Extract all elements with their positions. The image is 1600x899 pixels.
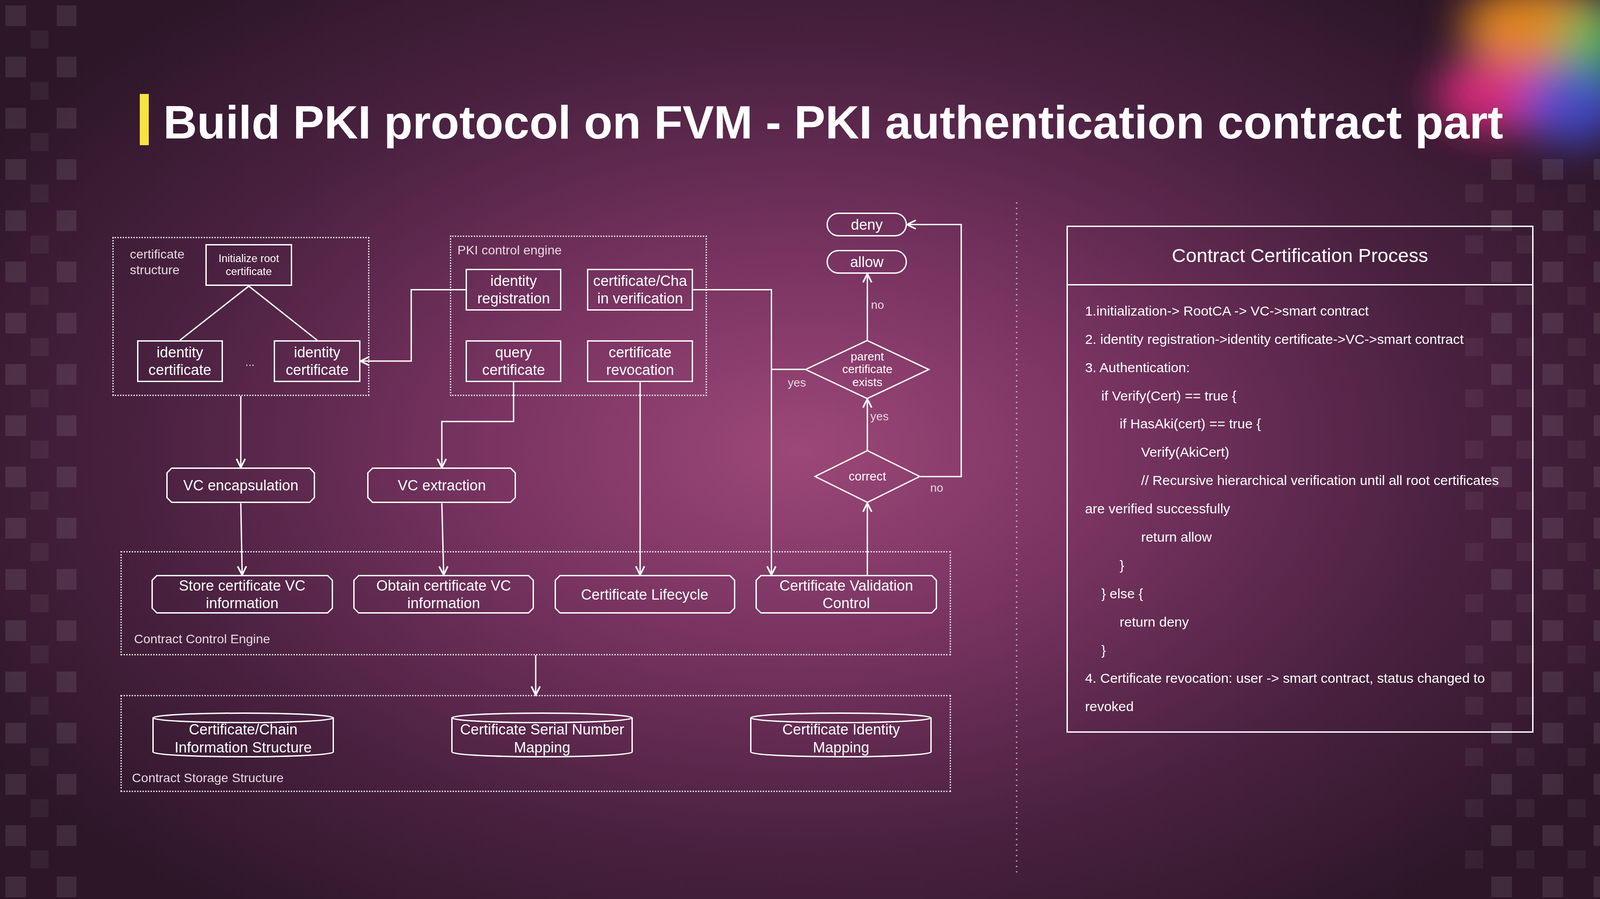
node-label: Certificate Serial Number Mapping [455,720,629,756]
group-frame: Contract Storage Structure Certificate/Ch… [120,694,952,792]
process-box: VC extraction [367,467,516,503]
storage-cylinder: Certificate Identity Mapping [750,712,932,758]
connector [906,224,961,477]
panel-line: // Recursive hierarchical verification u… [1067,466,1533,523]
group-label: Contract Control Engine [133,631,440,647]
node-label: certificate revocation [592,343,688,379]
node-label: identity registration [471,271,556,307]
node-label: deny [850,215,883,234]
panel-line: 3. Authentication: [1067,353,1533,382]
panel-line: return allow [1067,522,1533,552]
node-label: Certificate/Chain Information Structure [156,720,330,756]
group-label: Contract Storage Structure [132,769,439,786]
panel-line: if HasAki(cert) == true { [1067,409,1533,438]
connector [240,503,243,576]
panel-heading: Contract Certification Process [1067,226,1533,286]
process-box: Certificate Validation Control [755,574,938,614]
terminal-box: deny [826,212,907,237]
group-label: certificate structure [129,246,212,279]
connector [240,395,242,468]
node-label: Certificate Lifecycle [581,585,709,604]
ellipsis-label: ... [245,355,255,369]
process-box: query certificate [465,340,562,383]
panel-line: } [1067,635,1533,665]
edge-label: yes [870,409,889,424]
slide-title: Build PKI protocol on FVM - PKI authenti… [163,95,1503,150]
process-box: VC encapsulation [166,467,316,503]
divider-line [1016,202,1018,876]
square-pattern [1460,152,1600,899]
group-frame: PKI control engine identity registration c… [449,235,707,396]
node-label: identity certificate [279,343,355,379]
panel-line: return deny [1067,607,1533,636]
process-box: certificate revocation [586,340,694,383]
terminal-box: allow [826,249,907,274]
node-label: VC encapsulation [183,476,299,494]
node-label: parent certificate exists [828,350,907,389]
title-accent-bar [139,93,149,146]
edge-label: no [930,480,944,495]
connector [866,502,868,575]
node-label: allow [849,253,884,271]
decision-diamond: parent certificate exists [804,339,930,400]
process-box: Store certificate VC information [151,574,334,614]
node-label: Store certificate VC information [155,576,329,612]
connector [866,399,868,451]
edge-label: no [871,297,885,312]
panel-line: 1.initialization-> RootCA -> VC->smart c… [1067,296,1533,325]
process-box: Initialize root certificate [205,244,293,286]
square-pattern [0,0,77,899]
connector [534,655,537,696]
panel-line: if Verify(Cert) == true { [1067,381,1533,410]
connector [866,273,868,340]
connector [639,382,641,575]
process-box: identity certificate [137,340,223,383]
process-box: identity certificate [273,340,361,383]
connector [693,289,772,575]
storage-cylinder: Certificate/Chain Information Structure [152,712,334,758]
process-box: identity registration [465,268,562,311]
node-label: correct [848,469,886,484]
panel-line: } else { [1067,579,1533,608]
node-label: certificate/Chain verification [592,271,688,307]
connector [179,285,249,340]
node-label: Initialize root certificate [211,252,287,279]
storage-cylinder: Certificate Serial Number Mapping [451,712,633,758]
process-box: certificate/Chain verification [586,268,694,311]
node-label: Obtain certificate VC information [357,576,530,612]
connector [771,368,805,370]
node-label: Certificate Identity Mapping [754,720,928,756]
process-box: Certificate Lifecycle [554,574,736,614]
node-label: VC extraction [397,476,486,494]
group-frame: Contract Control Engine Store certificate… [120,551,952,656]
edge-label: yes [787,375,807,390]
connector [441,503,444,576]
note-panel: Contract Certification Process 1.initiali… [1066,225,1534,733]
group-frame: certificate structureInitialize root cer… [112,236,370,396]
node-label: Certificate Validation Control [760,576,933,612]
node-label: identity certificate [142,343,218,379]
panel-line: 4. Certificate revocation: user -> smart… [1067,663,1533,721]
node-label: query certificate [471,343,556,379]
process-box: Obtain certificate VC information [353,574,534,614]
group-label: PKI control engine [457,242,662,258]
panel-line: 2. identity registration->identity certi… [1067,324,1533,354]
panel-line: Verify(AkiCert) [1067,437,1533,467]
decision-diamond: correct [814,449,921,503]
panel-line: } [1067,551,1533,580]
connector [248,285,318,340]
